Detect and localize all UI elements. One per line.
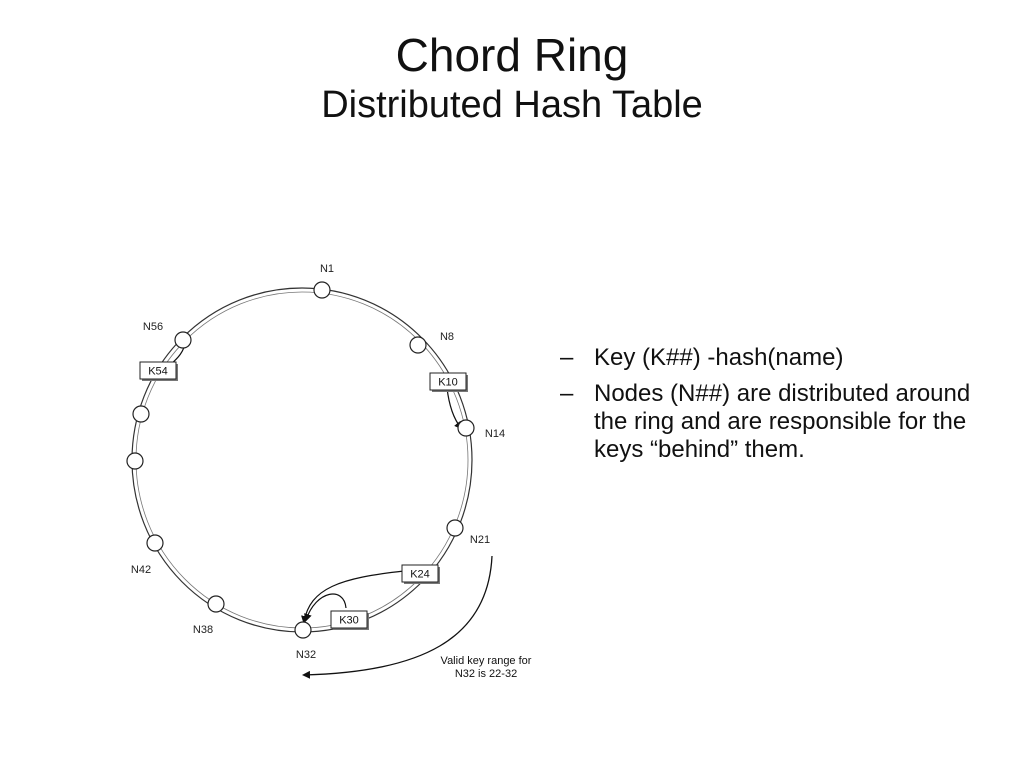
node-unlabeled-1 xyxy=(126,452,144,470)
node-n8 xyxy=(409,336,427,354)
bullet-text: Nodes (N##) are distributed around the r… xyxy=(594,380,971,463)
range-note-line1: Valid key range for xyxy=(441,655,532,667)
node-n1 xyxy=(313,281,331,299)
key-boxes: K10 K24 K30 K54 xyxy=(139,361,468,630)
key-label-k54: K54 xyxy=(148,366,168,378)
arrow-k24-to-n32 xyxy=(301,570,405,624)
bullet-dash: – xyxy=(560,344,574,371)
key-box-k24: K24 xyxy=(401,564,440,584)
node-n56 xyxy=(174,331,192,349)
node-label-n21: N21 xyxy=(470,534,490,546)
key-box-k54: K54 xyxy=(139,361,178,381)
valid-range-arrow xyxy=(302,555,493,679)
key-label-k30: K30 xyxy=(339,615,359,627)
node-label-n56: N56 xyxy=(143,321,163,333)
slide-title: Chord Ring Distributed Hash Table xyxy=(0,30,1024,126)
range-note-line2: N32 is 22-32 xyxy=(455,668,517,680)
node-label-n1: N1 xyxy=(320,263,334,275)
title-main: Chord Ring xyxy=(395,29,629,81)
bullet-dash: – xyxy=(560,380,574,407)
node-label-n8: N8 xyxy=(440,331,454,343)
arrow-k30-to-n32 xyxy=(304,593,347,622)
bullet-list: – Key (K##) -hash(name) – Nodes (N##) ar… xyxy=(560,344,1000,472)
node-unlabeled-2 xyxy=(132,405,150,423)
title-subtitle: Distributed Hash Table xyxy=(321,83,703,126)
key-label-k10: K10 xyxy=(438,377,458,389)
node-n21 xyxy=(446,519,464,537)
range-note: Valid key range for N32 is 22-32 xyxy=(441,655,532,680)
node-label-n14: N14 xyxy=(485,428,505,440)
node-label-n32: N32 xyxy=(296,649,316,661)
node-n38 xyxy=(207,595,225,613)
key-label-k24: K24 xyxy=(410,569,430,581)
node-n32 xyxy=(294,621,312,639)
node-label-n42: N42 xyxy=(131,564,151,576)
node-labels: N1 N8 N14 N21 N32 N38 N42 N56 xyxy=(131,263,505,661)
ring-nodes xyxy=(126,281,475,639)
bullet-item: – Key (K##) -hash(name) xyxy=(560,344,1000,372)
node-n14 xyxy=(457,419,475,437)
bullet-text: Key (K##) -hash(name) xyxy=(594,344,844,371)
node-n42 xyxy=(146,534,164,552)
bullet-item: – Nodes (N##) are distributed around the… xyxy=(560,380,1000,464)
node-label-n38: N38 xyxy=(193,624,213,636)
key-box-k30: K30 xyxy=(330,610,369,630)
key-box-k10: K10 xyxy=(429,372,468,392)
